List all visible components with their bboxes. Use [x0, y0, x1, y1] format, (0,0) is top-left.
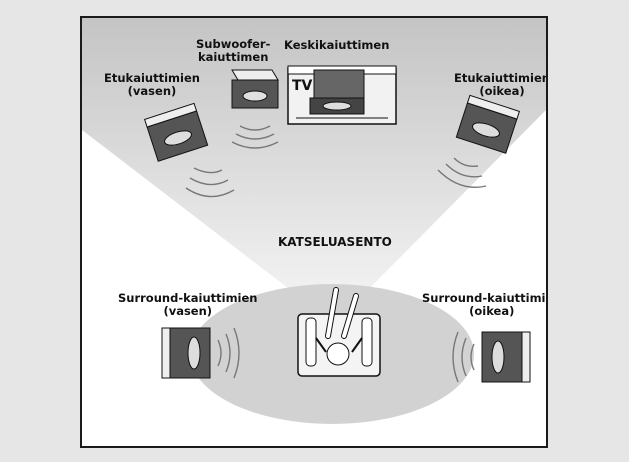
surround-left-speaker: [161, 327, 211, 379]
viewing-position-label: KATSELUASENTO: [278, 235, 392, 249]
front-left-waves: [185, 167, 235, 198]
surround-right-waves: [452, 331, 475, 383]
viewer-in-armchair: [297, 287, 381, 377]
front-left-speaker: [143, 102, 209, 162]
room-illustration: [82, 18, 546, 424]
subwoofer-label: Subwoofer- kaiuttimen: [196, 37, 271, 64]
center-speaker-label: Keskikaiuttimen: [284, 38, 390, 52]
surround-left-waves: [217, 327, 240, 379]
front-right-waves: [437, 157, 487, 188]
surround-left-label: Surround-kaiuttimien (vasen): [118, 291, 258, 318]
tv-center-speaker: [287, 65, 397, 125]
viewing-cone: [82, 18, 546, 308]
surround-right-speaker: [481, 331, 531, 383]
subwoofer-speaker: [231, 69, 279, 149]
front-left-label: Etukaiuttimien (vasen): [104, 71, 200, 98]
tv-label: TV: [292, 78, 313, 94]
front-right-speaker: [455, 94, 521, 154]
surround-right-label: Surround-kaiuttimien (oikea): [422, 291, 548, 318]
diagram-frame: Subwoofer- kaiuttimen Keskikaiuttimen Et…: [80, 16, 548, 448]
front-right-label: Etukaiuttimien (oikea): [454, 71, 548, 98]
